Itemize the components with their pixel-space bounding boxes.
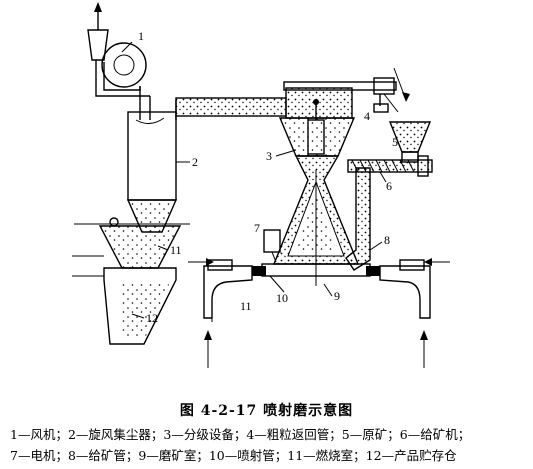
product-storage-bin — [72, 217, 190, 345]
combustion-chamber-right — [379, 259, 431, 319]
callout-10: 10 — [276, 291, 288, 305]
feed-pipe — [345, 167, 371, 271]
callout-9: 9 — [334, 289, 340, 303]
cyclone-collector — [126, 100, 178, 233]
grinding-chamber — [272, 155, 360, 286]
figure-legend-line-2: 7—电机；8—给矿管；9—磨矿室；10—喷射管；11—燃烧室；12—产品贮存仓 — [10, 448, 457, 463]
exhaust-arrow — [94, 2, 102, 30]
jet-nozzles — [252, 263, 380, 277]
transfer-pipe — [175, 87, 353, 119]
callout-7: 7 — [254, 221, 260, 235]
fan-duct — [139, 86, 151, 120]
motor — [263, 229, 281, 263]
callout-8: 8 — [384, 233, 390, 247]
callout-3: 3 — [266, 149, 272, 163]
coarse-return-pipe — [283, 77, 399, 113]
callout-6: 6 — [386, 179, 392, 193]
callout-11-left: 11 — [240, 299, 252, 313]
figure-caption: 图 4-2-17 喷射磨示意图 — [179, 403, 354, 419]
jet-mill-diagram: 1 2 3 4 5 6 7 8 9 10 11 11 12 — [72, 2, 450, 368]
feed-hopper — [388, 67, 432, 163]
callout-4: 4 — [364, 109, 370, 123]
callout-2: 2 — [192, 155, 198, 169]
figure-legend-line-1: 1—风机；2—旋风集尘器；3—分级设备；4—粗粒返回管；5—原矿；6—给矿机； — [10, 427, 471, 442]
classifier — [278, 99, 356, 157]
air-inlet-arrows — [188, 258, 450, 368]
callout-1: 1 — [138, 29, 144, 43]
callout-5: 5 — [392, 135, 398, 149]
callout-11-bin: 11 — [170, 243, 182, 257]
callout-labels: 1 2 3 4 5 6 7 8 9 10 11 11 12 — [121, 29, 398, 325]
callout-12: 12 — [146, 311, 158, 325]
